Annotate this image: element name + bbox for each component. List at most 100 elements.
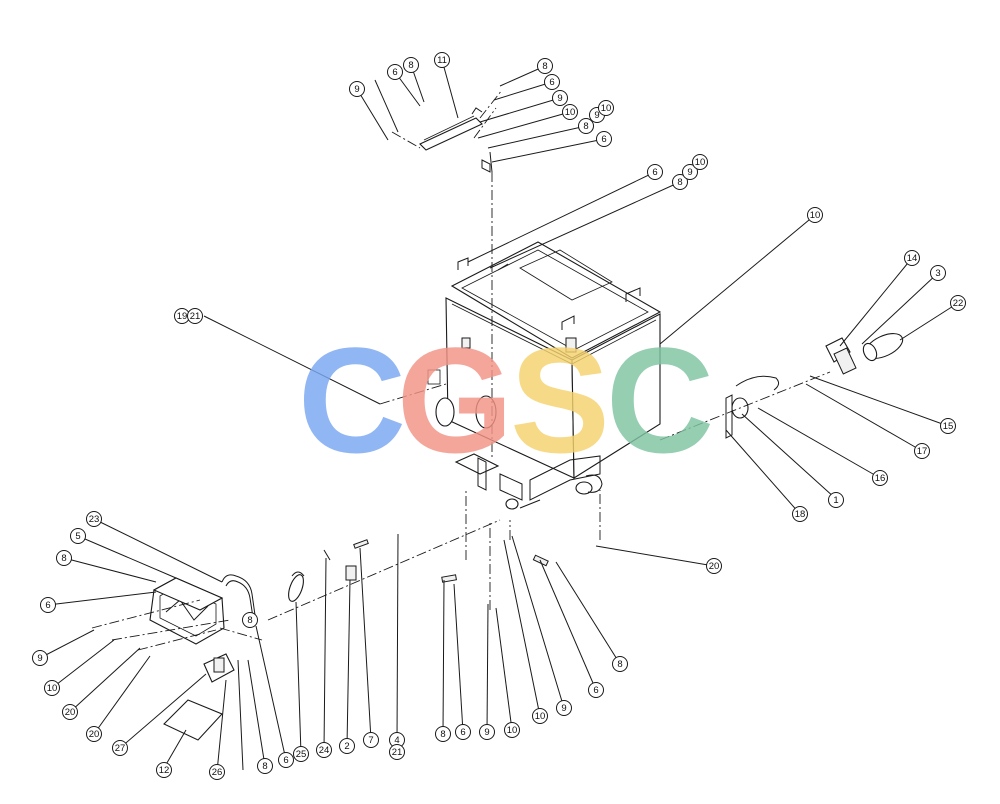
callout-20: 20 (86, 726, 102, 742)
callout-9: 9 (349, 81, 365, 97)
callout-label: 9 (37, 653, 42, 664)
callout-label: 6 (652, 167, 657, 178)
callout-label: 4 (394, 735, 399, 746)
callout-9: 9 (32, 650, 48, 666)
callout-21: 21 (389, 744, 405, 760)
callout-20: 20 (62, 704, 78, 720)
callout-label: 20 (89, 729, 100, 740)
callout-label: 9 (561, 703, 566, 714)
callout-label: 6 (549, 77, 554, 88)
callout-label: 7 (368, 735, 373, 746)
callout-label: 8 (262, 761, 267, 772)
callout-label: 8 (440, 729, 445, 740)
watermark-letter-2: G (397, 316, 514, 484)
callout-label: 22 (953, 298, 964, 309)
callout-label: 1 (833, 495, 838, 506)
callout-label: 19 (177, 311, 188, 322)
callout-label: 11 (437, 55, 447, 66)
watermark-letter-4: C (606, 316, 714, 484)
callout-label: 21 (190, 311, 201, 322)
callout-8: 8 (257, 758, 273, 774)
callout-1: 1 (828, 492, 844, 508)
callout-label: 10 (507, 725, 518, 736)
callout-label: 10 (565, 107, 576, 118)
callout-8: 8 (56, 550, 72, 566)
front-cover (149, 574, 257, 741)
callout-18: 18 (792, 506, 808, 522)
callout-label: 8 (617, 659, 622, 670)
callout-23: 23 (86, 511, 102, 527)
callout-9: 9 (552, 90, 568, 106)
callout-8: 8 (537, 58, 553, 74)
callout-label: 10 (601, 103, 612, 114)
callout-8: 8 (242, 612, 258, 628)
callout-19: 19 (174, 308, 190, 324)
callout-20: 20 (706, 558, 722, 574)
callout-10: 10 (532, 708, 548, 724)
callout-10: 10 (44, 680, 60, 696)
callout-label: 15 (943, 421, 954, 432)
callout-label: 21 (392, 747, 403, 758)
callout-8: 8 (578, 118, 594, 134)
callout-8: 8 (435, 726, 451, 742)
callout-label: 9 (557, 93, 562, 104)
callout-16: 16 (872, 470, 888, 486)
callout-label: 18 (795, 509, 806, 520)
callout-24: 24 (316, 742, 332, 758)
watermark: C G S C (298, 316, 714, 484)
callout-label: 26 (212, 767, 223, 778)
hardware (288, 151, 549, 602)
callout-6: 6 (647, 164, 663, 180)
callout-10: 10 (692, 154, 708, 170)
callout-label: 20 (709, 561, 720, 572)
callout-10: 10 (504, 722, 520, 738)
callout-6: 6 (278, 752, 294, 768)
callout-label: 9 (484, 727, 489, 738)
callout-label: 8 (247, 615, 252, 626)
callout-6: 6 (588, 682, 604, 698)
callout-9: 9 (682, 164, 698, 180)
callout-10: 10 (598, 100, 614, 116)
callout-label: 6 (45, 600, 50, 611)
callout-26: 26 (209, 764, 225, 780)
callout-label: 20 (65, 707, 76, 718)
callout-label: 23 (89, 514, 100, 525)
callout-label: 5 (75, 531, 80, 542)
callout-label: 12 (159, 765, 170, 776)
callout-8: 8 (403, 57, 419, 73)
callout-9: 9 (479, 724, 495, 740)
center-lines (91, 89, 831, 651)
callout-label: 14 (907, 253, 918, 264)
callout-12: 12 (156, 762, 172, 778)
callout-6: 6 (40, 597, 56, 613)
callout-27: 27 (112, 740, 128, 756)
callout-label: 6 (460, 727, 465, 738)
callout-14: 14 (904, 250, 920, 266)
callout-label: 9 (687, 167, 692, 178)
callout-3: 3 (930, 265, 946, 281)
callout-label: 16 (875, 473, 886, 484)
main-cabinet (427, 241, 662, 510)
callout-label: 9 (354, 84, 359, 95)
callout-2: 2 (339, 738, 355, 754)
callout-label: 27 (115, 743, 126, 754)
callout-label: 10 (695, 157, 706, 168)
callout-label: 6 (283, 755, 288, 766)
callout-label: 6 (601, 134, 606, 145)
callout-6: 6 (387, 64, 403, 80)
callout-6: 6 (596, 131, 612, 147)
callout-10: 10 (807, 207, 823, 223)
callout-label: 2 (344, 741, 349, 752)
callout-label: 17 (917, 446, 928, 457)
watermark-letter-3: S (510, 316, 610, 484)
callout-5: 5 (70, 528, 86, 544)
callout-label: 8 (408, 60, 413, 71)
callout-label: 10 (47, 683, 58, 694)
callout-label: 3 (935, 268, 940, 279)
callout-22: 22 (950, 295, 966, 311)
callout-17: 17 (914, 443, 930, 459)
leader-lines (39, 59, 959, 773)
